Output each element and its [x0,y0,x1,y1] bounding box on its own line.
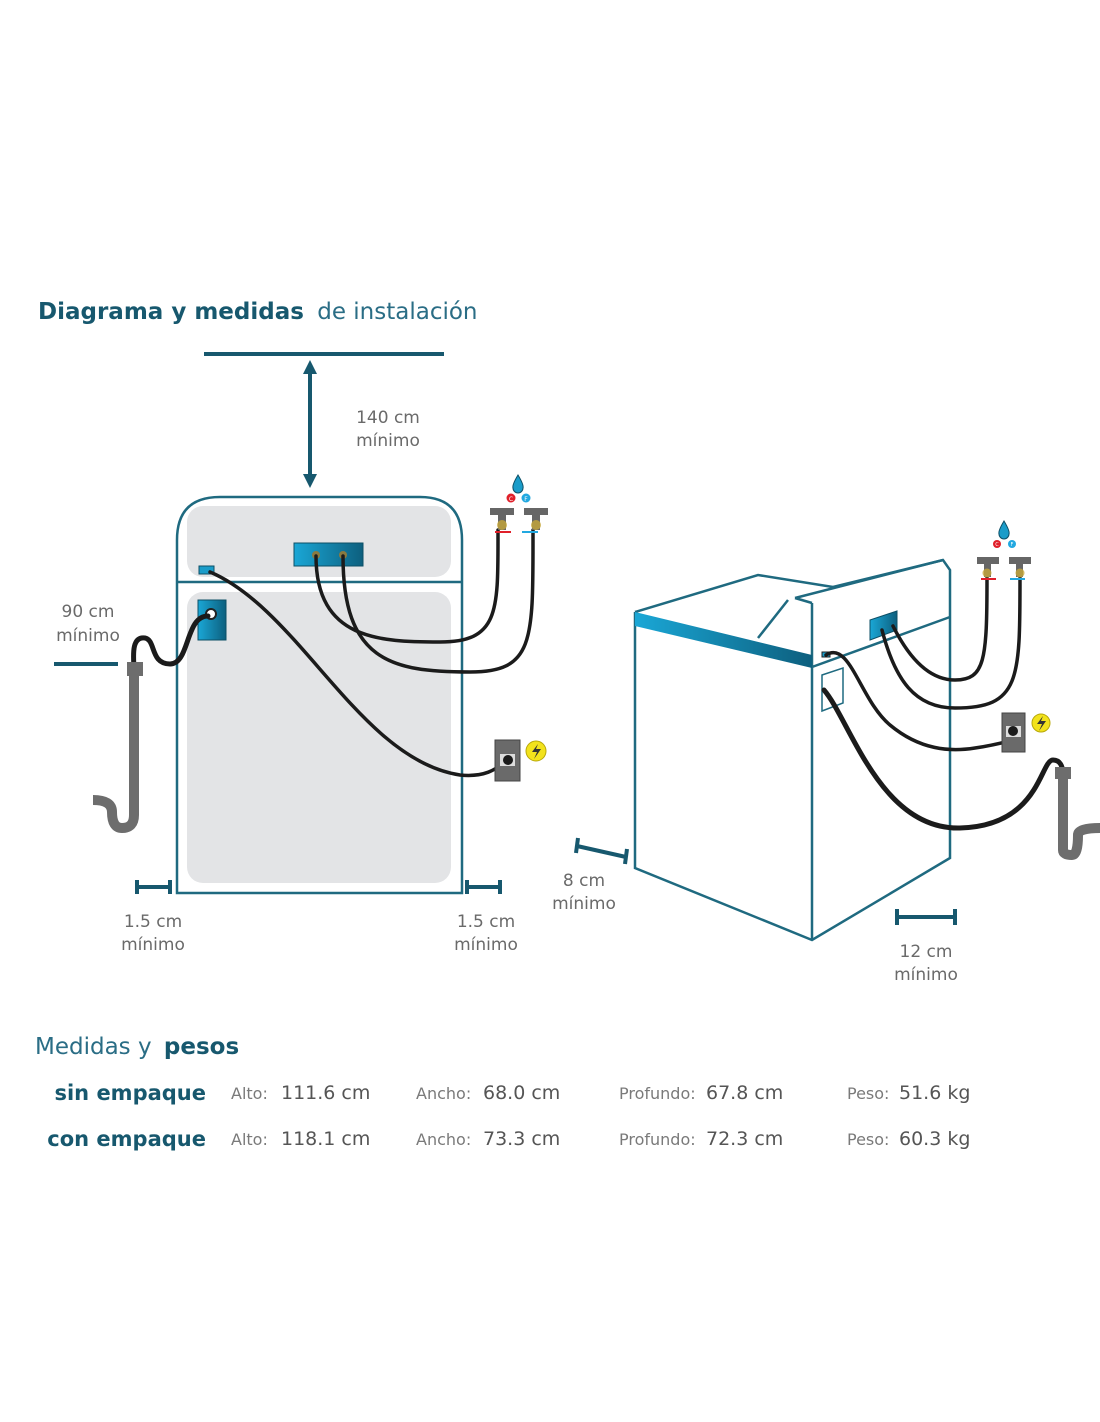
left-clearance-note: mínimo [121,935,185,955]
power-outlet-icon [494,739,521,782]
cold-indicator [1008,540,1016,548]
row-label: con empaque [47,1127,206,1151]
front-clearance-note: mínimo [552,894,616,914]
side-drain-box [821,666,844,713]
vertical-arrow-icon [303,360,317,488]
back-clearance-bracket [895,909,957,925]
faucet-icon [490,508,548,533]
peso-value: 60.3 kg [899,1128,970,1150]
profundo-label: Profundo: [619,1084,696,1103]
washer-side-outline [633,558,952,942]
right-clearance-note: mínimo [454,935,518,955]
drain-height-value: 90 cm [62,602,115,622]
top-clearance-value: 140 cm [356,408,420,428]
top-clearance-note: mínimo [356,431,420,451]
specs-heading: Medidas y pesos [35,1034,239,1060]
washer-front-panel [187,592,451,883]
front-view: 140 cm mínimo 90 cm mínimo [54,352,548,955]
alto-label: Alto: [231,1130,268,1149]
profundo-value: 72.3 cm [706,1128,783,1150]
drain-hose [131,613,211,673]
water-inlet-box [293,542,364,567]
side-view: C F 8 cm mínimo 12 cm mínimo [552,520,1100,985]
alto-label: Alto: [231,1084,268,1103]
washer-front-outline [175,495,464,895]
peso-label: Peso: [847,1130,889,1149]
drain-height-note: mínimo [56,626,120,646]
hot-water-hose [314,528,500,644]
hot-label: C [995,542,999,548]
specs-row-con-empaque: con empaque Alto: 118.1 cm Ancho: 73.3 c… [47,1127,970,1151]
ancho-value: 68.0 cm [483,1082,560,1104]
ancho-value: 73.3 cm [483,1128,560,1150]
profundo-value: 67.8 cm [706,1082,783,1104]
cold-label: F [1011,542,1014,548]
alto-value: 118.1 cm [281,1128,370,1150]
row-label: sin empaque [54,1081,206,1105]
ancho-label: Ancho: [416,1084,471,1103]
alto-value: 111.6 cm [281,1082,370,1104]
back-clearance-note: mínimo [894,965,958,985]
profundo-label: Profundo: [619,1130,696,1149]
peso-label: Peso: [847,1084,889,1103]
lightning-icon [1031,713,1051,733]
power-cord [208,570,510,778]
control-panel-area [187,506,451,577]
hot-label: C [509,496,513,503]
power-cord-socket [198,565,215,575]
right-clearance-value: 1.5 cm [457,912,515,932]
hot-indicator [993,540,1001,548]
faucet-icon [977,557,1031,580]
page-title: Diagrama y medidas de instalación [38,299,478,325]
power-outlet-icon [1001,712,1026,753]
back-clearance-value: 12 cm [900,942,953,962]
hot-indicator [506,493,516,503]
side-cold-hose [880,576,1022,710]
front-clearance-value: 8 cm [563,871,605,891]
lightning-icon [525,740,547,762]
side-power-cord [824,651,1015,752]
water-drop-icon [512,474,524,494]
side-drain-hose [821,687,1066,831]
right-clearance-bracket [465,880,502,894]
front-clearance-bracket [574,837,629,865]
side-hot-hose [891,576,989,682]
peso-value: 51.6 kg [899,1082,970,1104]
drain-pipe-icon [1055,767,1100,861]
front-accent-band [635,612,812,668]
water-drop-icon [998,520,1010,540]
left-clearance-bracket [135,880,172,894]
cold-water-hose [341,528,535,674]
cold-indicator [521,493,531,503]
ancho-label: Ancho: [416,1130,471,1149]
cold-label: F [524,496,528,503]
specs-row-sin-empaque: sin empaque Alto: 111.6 cm Ancho: 68.0 c… [54,1081,970,1105]
drain-pipe-icon [92,662,143,834]
left-clearance-value: 1.5 cm [124,912,182,932]
